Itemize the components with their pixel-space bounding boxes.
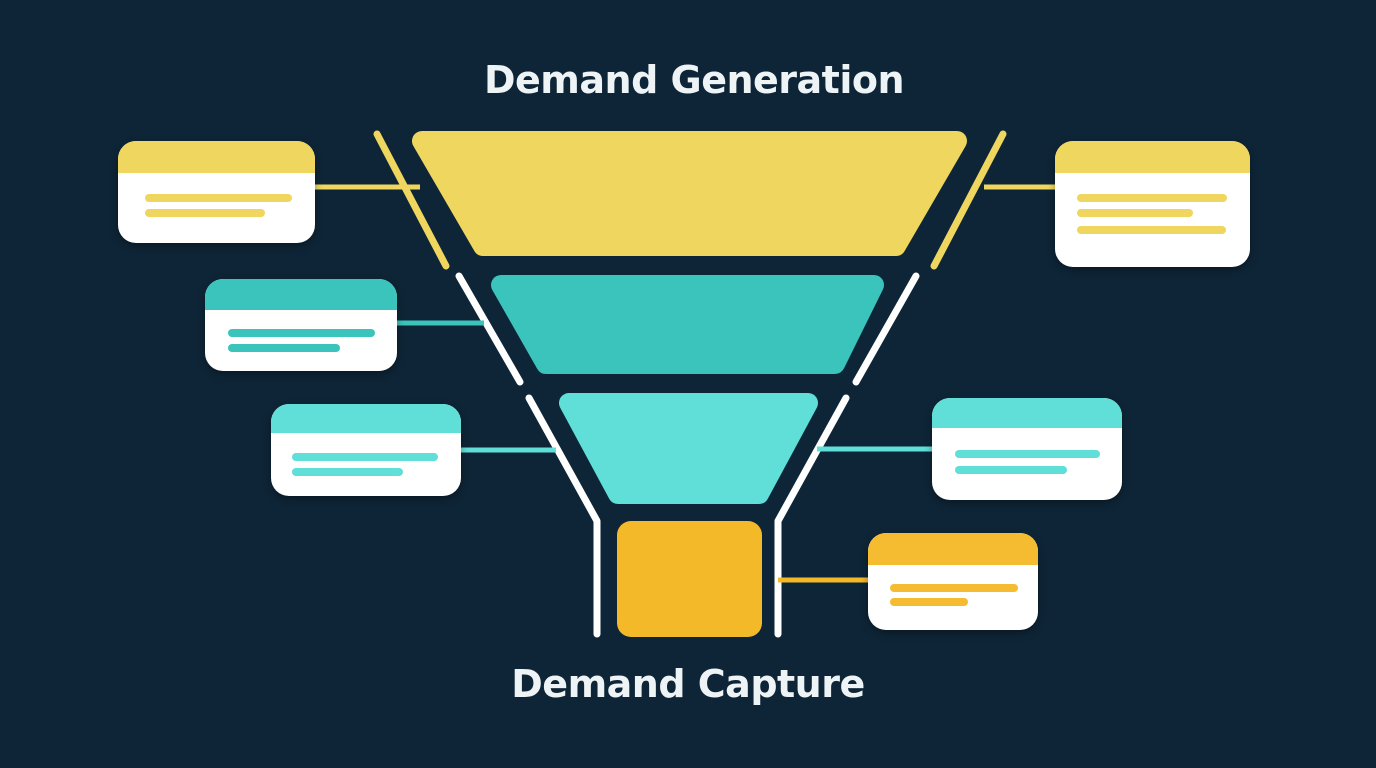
info-card-lower-left xyxy=(271,404,461,496)
placeholder-text-line xyxy=(145,209,265,217)
funnel-outline-mid-right-line xyxy=(852,272,920,386)
title-demand-generation: Demand Generation xyxy=(483,58,905,102)
placeholder-text-line xyxy=(292,468,403,476)
card-accent-header xyxy=(868,533,1038,565)
funnel-outline-lower-left-line xyxy=(525,394,601,638)
placeholder-text-line xyxy=(955,466,1067,474)
card-accent-header xyxy=(205,279,397,310)
placeholder-text-line xyxy=(890,584,1018,592)
placeholder-text-line xyxy=(228,329,375,337)
info-card-bottom-right xyxy=(868,533,1038,630)
card-accent-header xyxy=(118,141,315,173)
funnel-stage-3-trapezoid xyxy=(559,393,818,504)
placeholder-text-line xyxy=(1077,194,1227,202)
funnel-outline-top-left-line xyxy=(373,130,450,270)
placeholder-text-line xyxy=(292,453,438,461)
info-card-top-left xyxy=(118,141,315,243)
info-card-lower-right xyxy=(932,398,1122,500)
funnel-outline-mid-left-line xyxy=(455,272,524,386)
placeholder-text-line xyxy=(228,344,340,352)
funnel-stage-2-trapezoid xyxy=(491,275,884,374)
title-demand-capture: Demand Capture xyxy=(511,662,865,706)
funnel-outline-lower-right-line xyxy=(774,394,850,638)
funnel-stage-4-spout xyxy=(617,521,762,637)
card-accent-header xyxy=(1055,141,1250,173)
info-card-middle-left xyxy=(205,279,397,371)
funnel-outline-top-right-line xyxy=(930,130,1007,270)
placeholder-text-line xyxy=(890,598,968,606)
placeholder-text-line xyxy=(1077,209,1193,217)
card-accent-header xyxy=(271,404,461,433)
placeholder-text-line xyxy=(1077,226,1226,234)
placeholder-text-line xyxy=(955,450,1100,458)
info-card-top-right xyxy=(1055,141,1250,267)
funnel-stage-1-trapezoid xyxy=(412,131,967,256)
placeholder-text-line xyxy=(145,194,292,202)
card-accent-header xyxy=(932,398,1122,428)
